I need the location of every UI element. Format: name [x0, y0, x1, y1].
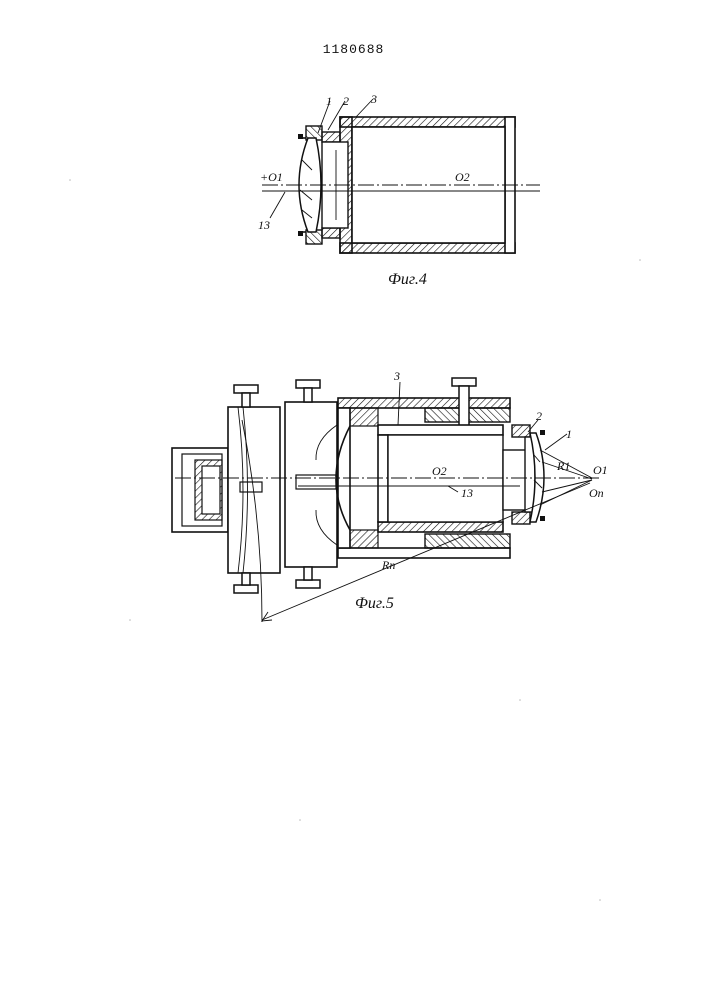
fig5-label-rn: Rn — [381, 558, 395, 572]
fig4-caption: Фиг.4 — [388, 271, 427, 288]
fig4-label-o2: O2 — [455, 170, 470, 184]
figure-4: 1 2 3 +O1 O2 13 Фиг.4 — [258, 92, 540, 288]
fig5-label-o2: O2 — [432, 464, 447, 478]
fig4-label-1: 1 — [326, 94, 332, 108]
fig5-holder-2 — [503, 425, 535, 524]
fig5-label-1: 1 — [566, 427, 572, 441]
fig5-rear-block — [228, 385, 280, 593]
fig4-label-3: 3 — [370, 92, 377, 106]
fig4-label-13: 13 — [258, 218, 270, 232]
fig5-label-o1: O1 — [593, 463, 608, 477]
figure-5: 3 2 1 O2 13 R1 O1 On Rn Фиг.5 — [172, 369, 608, 622]
fig5-label-13: 13 — [461, 486, 473, 500]
fig5-tube-3 — [378, 425, 503, 532]
fig5-eyepiece — [172, 448, 228, 532]
fig5-label-r1: R1 — [556, 459, 570, 473]
fig5-label-3: 3 — [393, 369, 400, 383]
fig5-caption: Фиг.5 — [355, 595, 394, 612]
fig5-middle-block — [285, 380, 337, 588]
fig4-label-o1: +O1 — [260, 170, 283, 184]
fig5-label-2: 2 — [536, 409, 542, 423]
fig5-label-on: On — [589, 486, 604, 500]
fig4-label-2: 2 — [343, 94, 349, 108]
